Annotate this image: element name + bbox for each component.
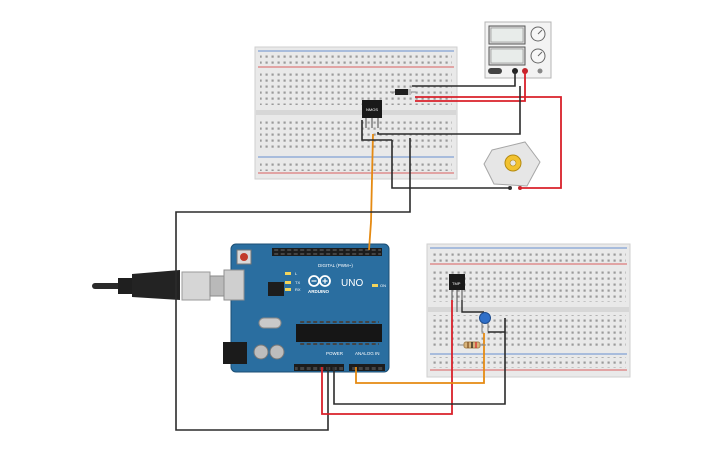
on-led-icon — [372, 284, 378, 287]
usb-cable[interactable] — [92, 270, 235, 301]
resistor[interactable] — [460, 341, 486, 349]
temperature-sensor[interactable]: TMP — [449, 274, 484, 313]
nmos-label: NMOS — [366, 107, 378, 112]
wire-psu-positive-red[interactable] — [415, 71, 526, 102]
wire-source-black[interactable] — [391, 140, 510, 189]
arduino-model-text: UNO — [341, 278, 363, 289]
analog-header-label: ANALOG IN — [355, 351, 380, 356]
right-breadboard — [426, 243, 631, 378]
arduino-brand-text: ARDUINO — [308, 289, 329, 294]
wire-gnd-black[interactable] — [175, 138, 411, 431]
power-supply[interactable] — [484, 21, 552, 79]
atmega-chip — [296, 324, 382, 342]
tmp-label: TMP — [452, 281, 461, 286]
wire-motor-positive-red[interactable] — [415, 96, 562, 189]
rx-led-label: RX — [295, 287, 301, 292]
rx-led-icon — [285, 288, 291, 291]
tx-led-label: TX — [295, 280, 300, 285]
dc-motor[interactable] — [483, 141, 541, 190]
wires — [175, 71, 562, 431]
diode[interactable] — [390, 89, 416, 95]
tx-led-icon — [285, 281, 291, 284]
arduino-logo-icon — [308, 275, 331, 287]
wire-analog-orange[interactable] — [355, 333, 485, 384]
top-breadboard — [254, 46, 458, 180]
wire-gnd2-black[interactable] — [333, 318, 506, 405]
nmos-transistor[interactable]: NMOS — [362, 100, 382, 128]
wire-psu-negative-black[interactable] — [412, 71, 516, 87]
digital-header-label: DIGITAL (PWM~) — [318, 263, 353, 268]
wire-motor-negative-black[interactable] — [377, 86, 521, 135]
on-led-label: ON — [380, 283, 386, 288]
arduino-uno-board[interactable]: DIGITAL (PWM~) ARDUINO UNO L TX RX ON PO… — [223, 243, 390, 373]
l-led-label: L — [295, 271, 298, 276]
wire-5v-red[interactable] — [321, 300, 453, 415]
wire-gate-orange[interactable] — [368, 133, 374, 251]
l-led-icon — [285, 272, 291, 275]
capacitor[interactable] — [479, 312, 506, 333]
power-header-label: POWER — [326, 351, 344, 356]
